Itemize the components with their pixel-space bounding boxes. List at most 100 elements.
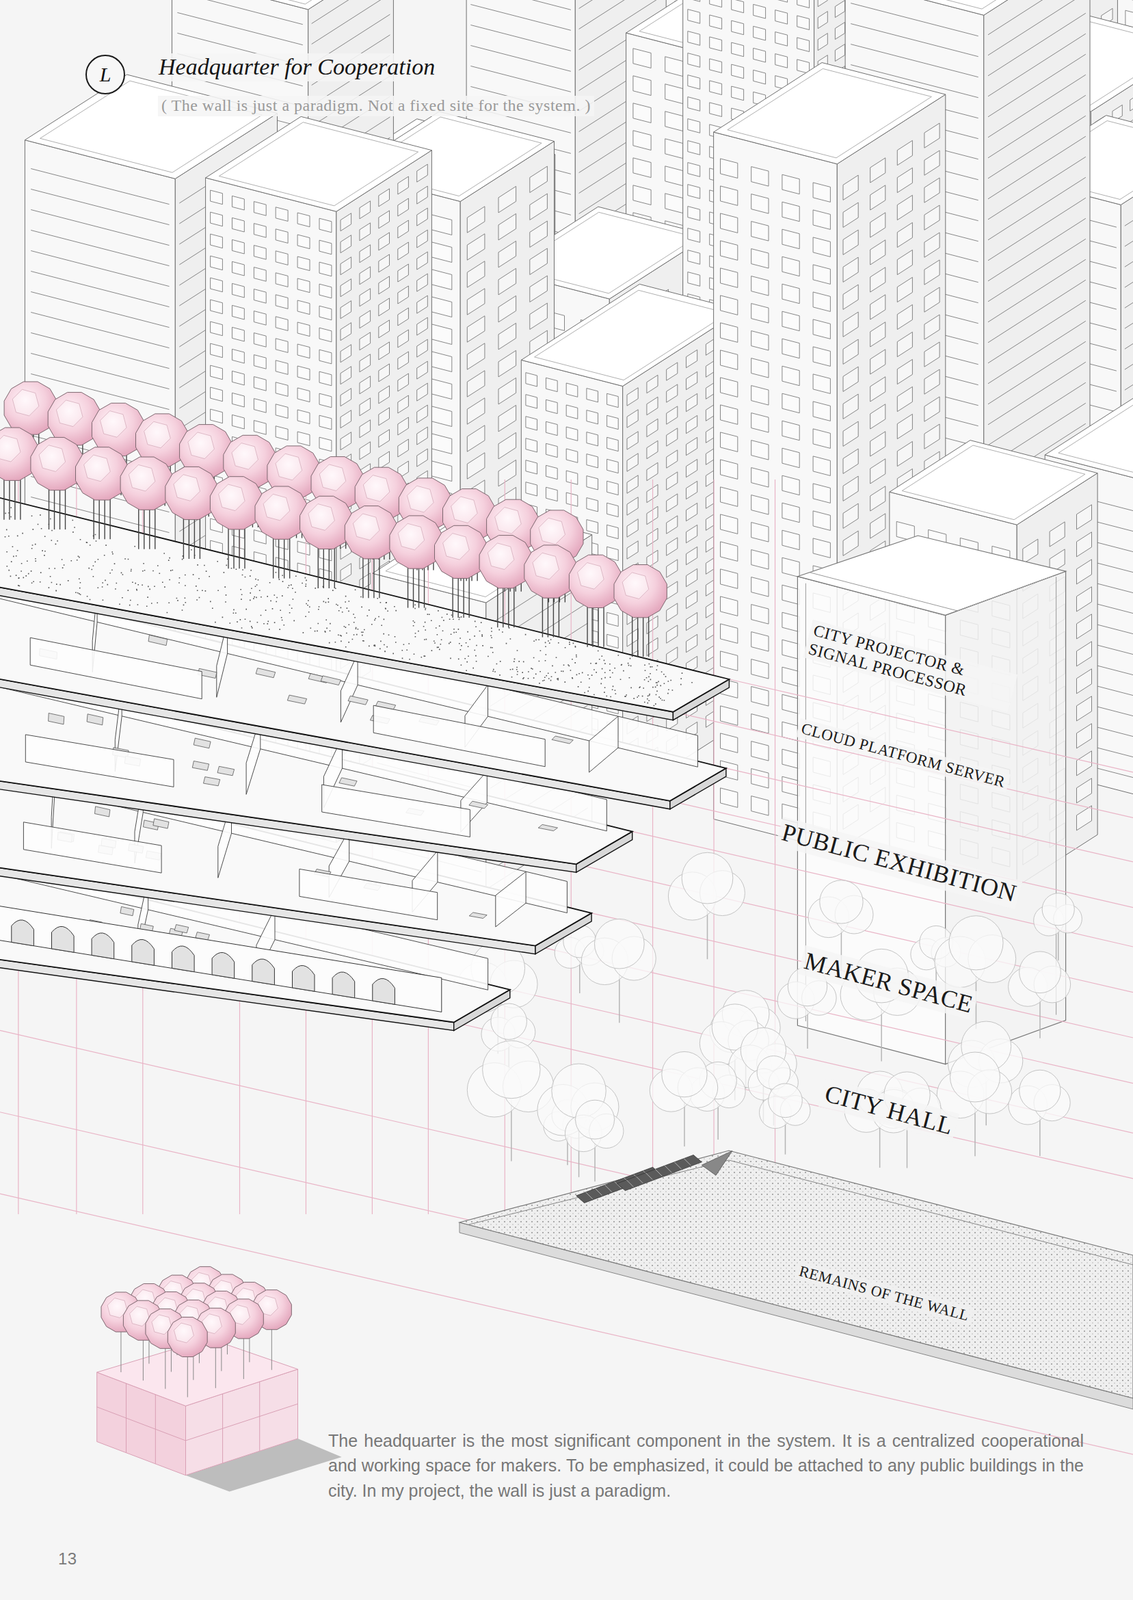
sphere-post	[637, 611, 638, 657]
sphere-facet	[84, 454, 111, 482]
label-anchor: CITY HALL	[818, 1077, 960, 1142]
wall-parapet	[728, 1159, 1133, 1265]
desk	[217, 765, 235, 776]
sphere-facet	[38, 445, 66, 472]
page-title: Headquarter for Cooperation	[155, 53, 438, 82]
sphere-facet	[487, 542, 515, 570]
sphere-post	[14, 474, 16, 520]
desk	[469, 800, 489, 809]
page-number: 13	[54, 1548, 81, 1569]
sphere-post	[542, 592, 543, 638]
desk	[320, 675, 341, 686]
pink-sphere	[389, 515, 443, 569]
roof-parapet	[185, 0, 381, 5]
stair	[616, 1154, 702, 1190]
desk	[148, 634, 168, 645]
room-wall	[340, 652, 358, 723]
sphere-post	[98, 493, 100, 539]
wall-parapet	[469, 1159, 729, 1224]
sphere-facet	[577, 562, 605, 590]
pink-sphere	[434, 525, 488, 578]
desk	[153, 818, 169, 829]
stair-step	[605, 1184, 612, 1192]
sphere-facet	[144, 421, 171, 448]
city-wall	[459, 1150, 1133, 1409]
sphere-post	[48, 484, 50, 530]
tree-canopy	[1042, 892, 1075, 926]
sphere-post	[317, 542, 319, 589]
layer-label: PUBLIC EXHIBITION	[775, 816, 1023, 910]
sphere-post	[642, 611, 644, 657]
tower-roof	[797, 535, 1066, 615]
building-roof	[172, 0, 394, 10]
sphere-facet	[100, 410, 128, 438]
icon-post	[243, 1337, 245, 1379]
pink-sphere	[524, 544, 578, 598]
sphere-post	[3, 474, 5, 520]
sphere-post	[138, 503, 139, 550]
desk	[48, 713, 65, 725]
sphere-post	[423, 562, 425, 608]
tree-canopy	[594, 918, 645, 969]
caption-anchor: The headquarter is the most significant …	[328, 1427, 1084, 1503]
sphere-post	[547, 592, 549, 638]
stair-step	[674, 1161, 682, 1169]
stair-step	[635, 1176, 643, 1183]
sphere-post	[457, 572, 459, 618]
sphere-post	[502, 581, 504, 628]
tree-canopy	[490, 1003, 528, 1040]
icon-post	[164, 1347, 166, 1389]
sphere-post	[648, 611, 649, 657]
sphere-post	[183, 513, 184, 559]
sphere-facet	[622, 572, 649, 599]
desk	[551, 735, 573, 744]
sphere-facet	[352, 513, 380, 541]
floor-slab	[0, 496, 729, 720]
sphere-post	[233, 523, 234, 569]
tree-canopy	[1019, 951, 1062, 993]
sphere-post	[323, 542, 325, 589]
sphere-post	[508, 581, 509, 628]
sphere-facet	[397, 523, 425, 550]
room-wall	[23, 821, 162, 873]
sphere-post	[367, 552, 369, 598]
sphere-post	[558, 592, 560, 638]
headquarter-icon	[97, 1266, 342, 1492]
sphere-post	[227, 523, 229, 569]
pink-sphere	[165, 466, 219, 519]
desk	[538, 823, 558, 831]
sphere-post	[328, 542, 330, 589]
section-letter: L	[99, 64, 112, 85]
sphere-post	[373, 552, 375, 598]
desk	[192, 761, 209, 771]
desk	[174, 924, 189, 933]
room-wall	[299, 868, 438, 919]
sphere-facet	[0, 434, 21, 462]
icon-post	[187, 1355, 189, 1397]
building-roof	[205, 116, 433, 212]
sphere-facet	[443, 533, 470, 561]
sphere-facet	[495, 507, 522, 535]
sphere-post	[462, 572, 464, 618]
stair-step	[683, 1158, 691, 1166]
stair-step	[626, 1179, 634, 1187]
sphere-post	[283, 533, 285, 579]
tree-canopy	[768, 1083, 803, 1118]
desk	[255, 668, 276, 678]
label-anchor: PUBLIC EXHIBITION	[775, 816, 1023, 910]
pink-sphere	[209, 476, 263, 530]
icon-post	[120, 1330, 122, 1372]
pink-sphere	[568, 554, 622, 608]
projection-line	[672, 711, 1133, 818]
sphere-post	[418, 562, 420, 608]
sphere-post	[92, 493, 94, 539]
roof-parapet	[40, 80, 263, 173]
pink-sphere	[255, 486, 308, 539]
roof-parapet	[534, 289, 729, 380]
pink-sphere	[120, 456, 173, 510]
layer-label: MAKER SPACE	[797, 944, 980, 1021]
pink-sphere	[30, 436, 84, 490]
